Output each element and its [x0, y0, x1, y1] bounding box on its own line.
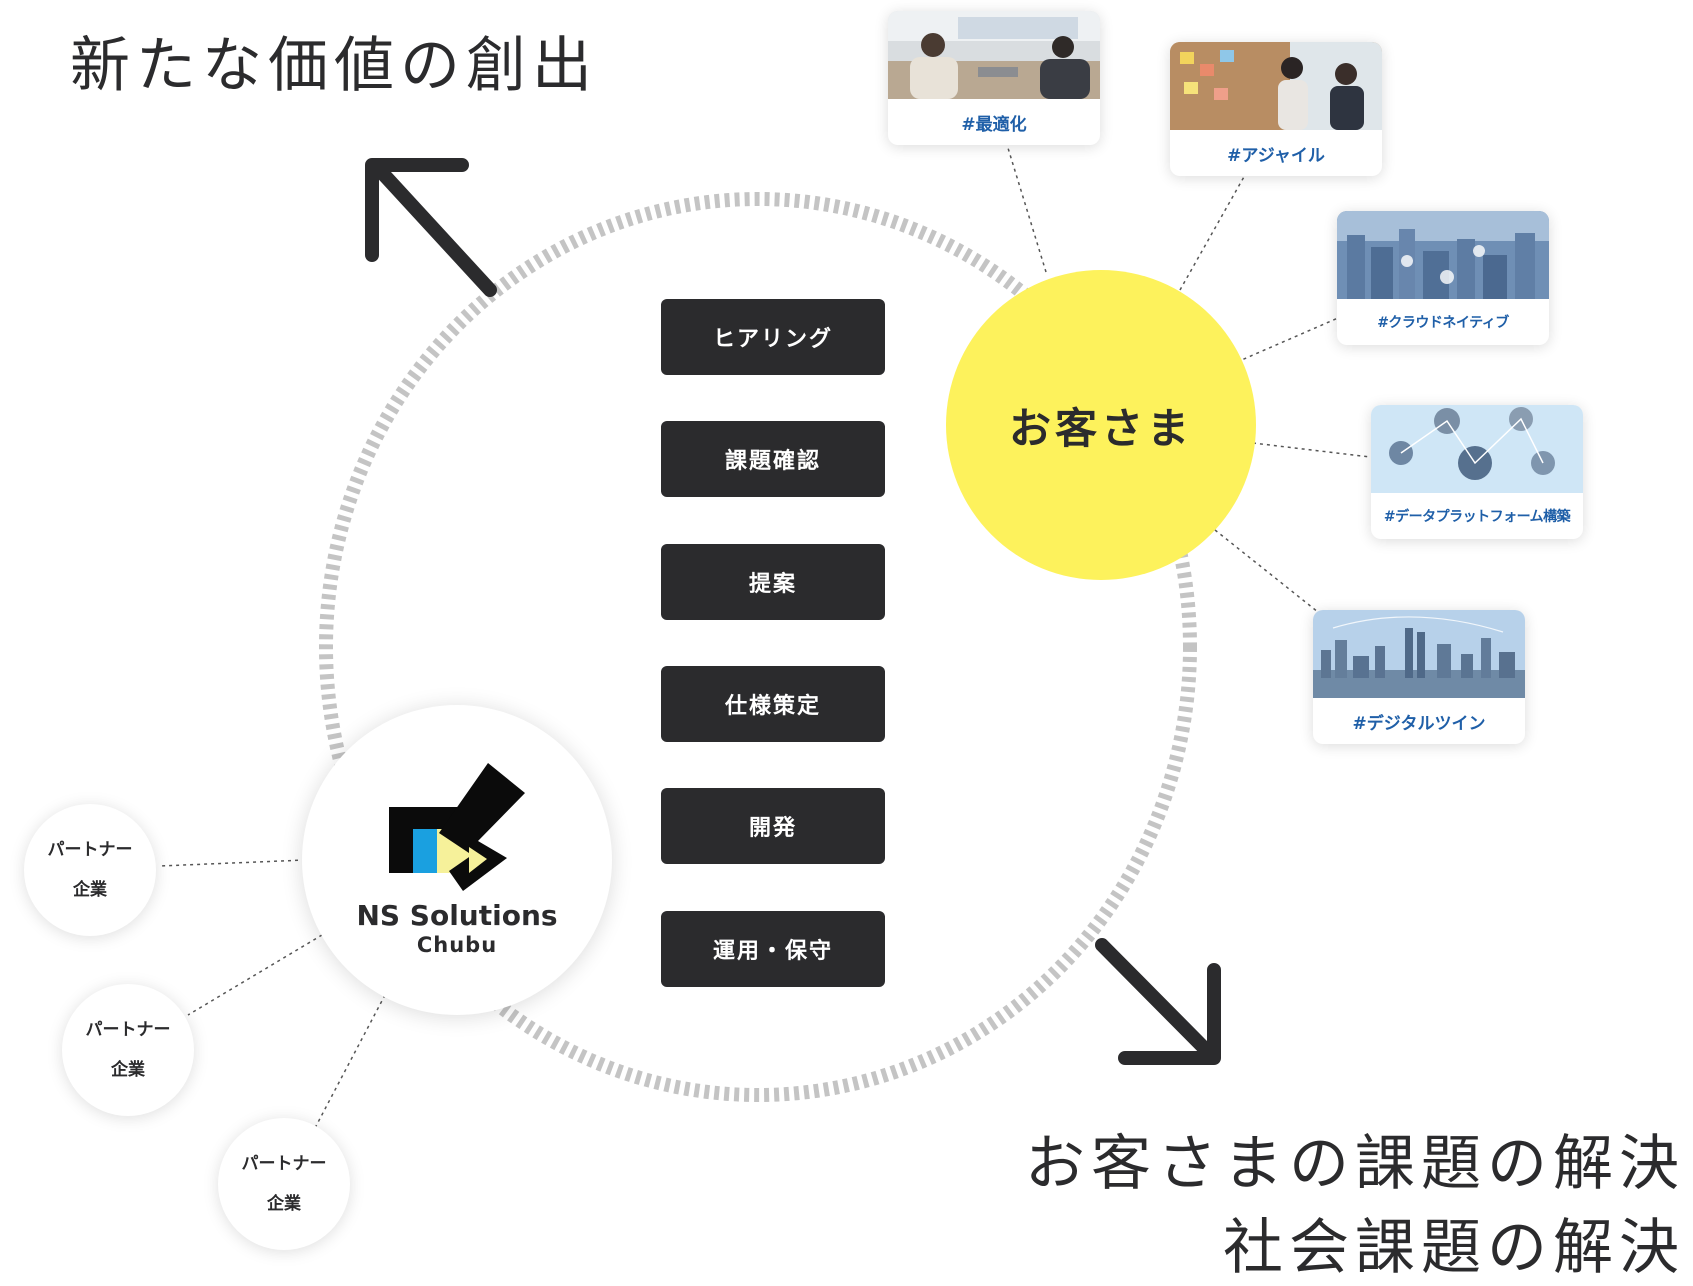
company-circle: NS Solutions Chubu — [302, 705, 612, 1015]
partner-label: パートナー — [47, 840, 133, 860]
card-agile[interactable]: #アジャイル — [1170, 42, 1382, 176]
arrow-up-left-icon — [365, 158, 497, 297]
process-cycle-ring — [319, 192, 1197, 1102]
process-step-development: 開発 — [661, 788, 885, 864]
heading-social-problem-solving: 社会課題の解決 — [1223, 1213, 1685, 1283]
partner-circle-2: パートナー 企業 — [62, 984, 194, 1116]
card-tag: #アジャイル — [1227, 145, 1325, 166]
partner-circle-1: パートナー 企業 — [24, 804, 156, 936]
card-tag: #データプラットフォーム構築 — [1383, 509, 1571, 525]
partner-label-sub: 企業 — [111, 1060, 145, 1080]
meeting-photo-icon — [888, 11, 1100, 99]
partner-label: パートナー — [241, 1154, 327, 1174]
partner-label-sub: 企業 — [73, 880, 107, 900]
card-tag: #クラウドネイティブ — [1377, 315, 1509, 331]
partner-label-sub: 企業 — [267, 1194, 301, 1214]
process-step-operation-maintenance: 運用・保守 — [661, 911, 885, 987]
partner-label: パートナー — [85, 1020, 171, 1040]
process-step-specification: 仕様策定 — [661, 666, 885, 742]
process-step-issue-confirmation: 課題確認 — [661, 421, 885, 497]
card-data-platform[interactable]: #データプラットフォーム構築 — [1371, 405, 1583, 539]
customer-label: お客さま — [1008, 403, 1193, 453]
ns-solutions-logo-icon — [389, 763, 525, 891]
company-name: NS Solutions — [356, 899, 558, 932]
card-tag: #デジタルツイン — [1352, 713, 1486, 734]
process-step-proposal: 提案 — [661, 544, 885, 620]
skyline-photo-icon — [1313, 610, 1525, 698]
heading-new-value-creation: 新たな価値の創出 — [70, 31, 598, 101]
company-subname: Chubu — [416, 933, 498, 957]
card-digital-twin[interactable]: #デジタルツイン — [1313, 610, 1525, 744]
arrow-down-right-icon — [1095, 938, 1221, 1065]
card-optimization[interactable]: #最適化 — [888, 11, 1100, 145]
heading-customer-problem-solving: お客さまの課題の解決 — [1025, 1129, 1685, 1199]
partner-circle-3: パートナー 企業 — [218, 1118, 350, 1250]
team-photo-icon — [1170, 42, 1382, 130]
card-tag: #最適化 — [961, 114, 1027, 135]
network-people-photo-icon — [1371, 405, 1583, 493]
customer-circle: お客さま — [946, 270, 1256, 580]
connector-lines — [159, 147, 1371, 1129]
card-cloud-native[interactable]: #クラウドネイティブ — [1337, 211, 1549, 345]
cloud-city-photo-icon — [1337, 211, 1549, 299]
process-step-hearing: ヒアリング — [661, 299, 885, 375]
